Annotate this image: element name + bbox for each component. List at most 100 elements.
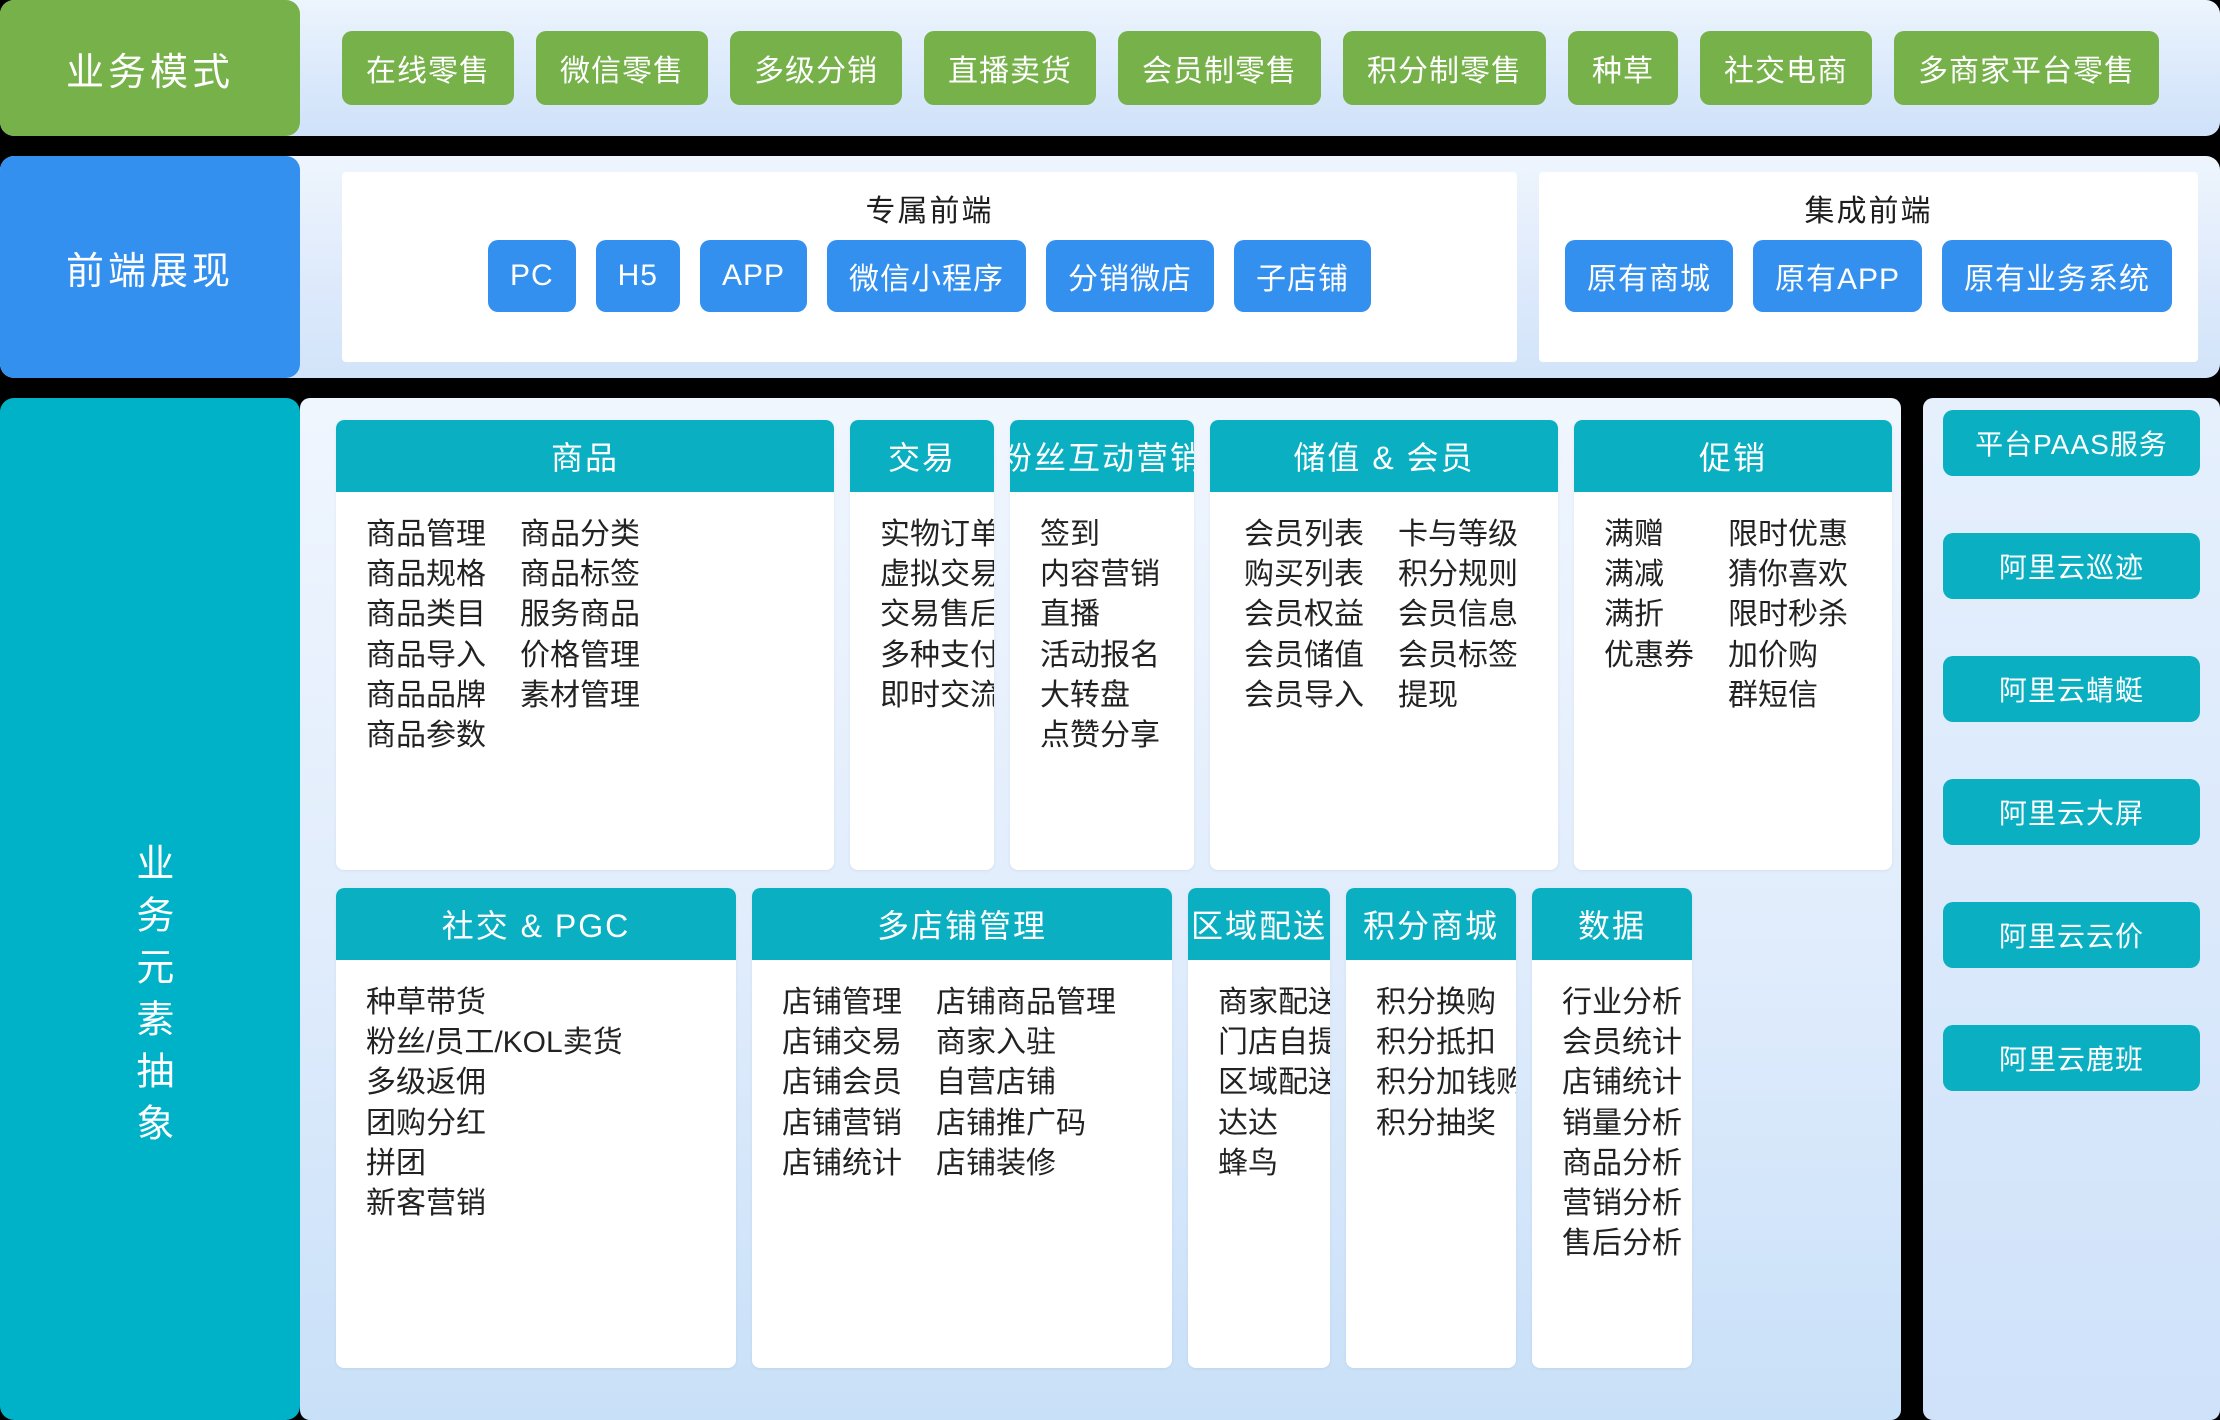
feature-item[interactable]: 即时交流 xyxy=(880,678,994,712)
frontend-chip[interactable]: APP xyxy=(699,240,808,312)
feature-item[interactable]: 商品分类 xyxy=(520,518,640,551)
paas-service-chip[interactable]: 阿里云鹿班 xyxy=(1943,1025,2200,1091)
feature-item[interactable]: 加价购 xyxy=(1728,638,1818,672)
feature-item[interactable]: 会员统计 xyxy=(1562,1026,1682,1060)
feature-item[interactable]: 售后分析 xyxy=(1562,1227,1682,1261)
feature-item[interactable]: 达达 xyxy=(1218,1106,1278,1140)
frontend-chip[interactable]: H5 xyxy=(595,240,680,312)
frontend-chip[interactable]: 原有业务系统 xyxy=(1942,240,2172,312)
feature-item[interactable]: 店铺交易 xyxy=(782,1026,902,1060)
feature-item[interactable]: 猜你喜欢 xyxy=(1728,558,1848,592)
feature-item[interactable]: 直播 xyxy=(1040,598,1100,632)
feature-item[interactable]: 多种支付 xyxy=(880,638,994,672)
feature-item[interactable]: 优惠券 xyxy=(1604,638,1694,672)
business-model-chip[interactable]: 积分制零售 xyxy=(1343,31,1546,105)
feature-item[interactable]: 店铺装修 xyxy=(936,1146,1056,1180)
feature-item[interactable]: 满减 xyxy=(1604,558,1664,592)
feature-item[interactable]: 点赞分享 xyxy=(1040,718,1160,752)
business-model-chip[interactable]: 种草 xyxy=(1568,31,1678,105)
feature-item[interactable]: 店铺营销 xyxy=(782,1106,902,1140)
feature-item[interactable]: 区域配送 xyxy=(1218,1066,1330,1100)
feature-item[interactable]: 商品管理 xyxy=(366,518,486,551)
feature-item[interactable]: 服务商品 xyxy=(520,598,640,632)
feature-item[interactable]: 群短信 xyxy=(1728,678,1818,712)
feature-item[interactable]: 多级返佣 xyxy=(366,1066,486,1100)
feature-item[interactable]: 新客营销 xyxy=(366,1186,486,1220)
feature-item[interactable]: 积分规则 xyxy=(1398,558,1518,592)
feature-item[interactable]: 实物订单 xyxy=(880,518,994,551)
business-model-chip[interactable]: 微信零售 xyxy=(536,31,708,105)
business-model-chip[interactable]: 会员制零售 xyxy=(1118,31,1321,105)
paas-service-chip[interactable]: 阿里云蜻蜓 xyxy=(1943,656,2200,722)
feature-item[interactable]: 积分抽奖 xyxy=(1376,1106,1496,1140)
feature-item[interactable]: 粉丝/员工/KOL卖货 xyxy=(366,1026,623,1060)
feature-item[interactable]: 店铺会员 xyxy=(782,1066,902,1100)
feature-item[interactable]: 提现 xyxy=(1398,678,1458,712)
feature-item[interactable]: 商品导入 xyxy=(366,638,486,672)
paas-service-chip[interactable]: 平台PAAS服务 xyxy=(1943,410,2200,476)
feature-item[interactable]: 限时优惠 xyxy=(1728,518,1848,551)
feature-item[interactable]: 商品分析 xyxy=(1562,1146,1682,1180)
feature-item[interactable]: 商品标签 xyxy=(520,558,640,592)
feature-item[interactable]: 会员信息 xyxy=(1398,598,1518,632)
feature-item[interactable]: 素材管理 xyxy=(520,678,640,712)
feature-item[interactable]: 虚拟交易 xyxy=(880,558,994,592)
feature-item[interactable]: 门店自提 xyxy=(1218,1026,1330,1060)
feature-item[interactable]: 店铺推广码 xyxy=(936,1106,1086,1140)
feature-item[interactable]: 会员导入 xyxy=(1244,678,1364,712)
feature-item[interactable]: 店铺统计 xyxy=(1562,1066,1682,1100)
feature-item[interactable]: 满折 xyxy=(1604,598,1664,632)
business-model-chip[interactable]: 多级分销 xyxy=(730,31,902,105)
feature-item[interactable]: 活动报名 xyxy=(1040,638,1160,672)
feature-item[interactable]: 价格管理 xyxy=(520,638,640,672)
paas-service-chip[interactable]: 阿里云云价 xyxy=(1943,902,2200,968)
feature-item[interactable]: 店铺管理 xyxy=(782,986,902,1019)
feature-item[interactable]: 签到 xyxy=(1040,518,1100,551)
feature-item[interactable]: 蜂鸟 xyxy=(1218,1146,1278,1180)
feature-item[interactable]: 卡与等级 xyxy=(1398,518,1518,551)
feature-item[interactable]: 商品参数 xyxy=(366,718,486,752)
feature-item[interactable]: 店铺统计 xyxy=(782,1146,902,1180)
feature-item[interactable]: 交易售后 xyxy=(880,598,994,632)
feature-item[interactable]: 营销分析 xyxy=(1562,1186,1682,1220)
feature-item[interactable]: 限时秒杀 xyxy=(1728,598,1848,632)
frontend-chip[interactable]: 微信小程序 xyxy=(827,240,1027,312)
feature-item[interactable]: 商家入驻 xyxy=(936,1026,1056,1060)
feature-item[interactable]: 积分换购 xyxy=(1376,986,1496,1019)
feature-item[interactable]: 商品品牌 xyxy=(366,678,486,712)
feature-item[interactable]: 会员列表 xyxy=(1244,518,1364,551)
feature-item[interactable]: 行业分析 xyxy=(1562,986,1682,1019)
frontend-chip[interactable]: 原有商城 xyxy=(1564,240,1733,312)
feature-item[interactable]: 店铺商品管理 xyxy=(936,986,1116,1019)
feature-item[interactable]: 销量分析 xyxy=(1562,1106,1682,1140)
feature-item[interactable]: 商品规格 xyxy=(366,558,486,592)
paas-service-chip[interactable]: 阿里云大屏 xyxy=(1943,779,2200,845)
frontend-chip[interactable]: PC xyxy=(487,240,576,312)
feature-item[interactable]: 购买列表 xyxy=(1244,558,1364,592)
feature-item[interactable]: 大转盘 xyxy=(1040,678,1130,712)
feature-card-title: 多店铺管理 xyxy=(752,888,1172,960)
feature-item[interactable]: 积分加钱购 xyxy=(1376,1066,1516,1100)
feature-item[interactable]: 积分抵扣 xyxy=(1376,1026,1496,1060)
feature-item[interactable]: 内容营销 xyxy=(1040,558,1160,592)
business-model-chip[interactable]: 直播卖货 xyxy=(924,31,1096,105)
feature-item[interactable]: 会员标签 xyxy=(1398,638,1518,672)
feature-item[interactable]: 会员储值 xyxy=(1244,638,1364,672)
frontend-chip[interactable]: 子店铺 xyxy=(1234,240,1372,312)
feature-item[interactable]: 商家配送 xyxy=(1218,986,1330,1019)
business-model-chip[interactable]: 在线零售 xyxy=(342,31,514,105)
feature-item[interactable]: 满赠 xyxy=(1604,518,1664,551)
feature-item[interactable]: 拼团 xyxy=(366,1146,426,1180)
frontend-chip[interactable]: 原有APP xyxy=(1752,240,1922,312)
business-model-chip[interactable]: 社交电商 xyxy=(1700,31,1872,105)
frontend-chip[interactable]: 分销微店 xyxy=(1046,240,1215,312)
feature-item[interactable]: 会员权益 xyxy=(1244,598,1364,632)
feature-item[interactable]: 种草带货 xyxy=(366,986,486,1019)
feature-item[interactable]: 团购分红 xyxy=(366,1106,486,1140)
feature-item[interactable]: 商品类目 xyxy=(366,598,486,632)
paas-service-chip[interactable]: 阿里云巡迹 xyxy=(1943,533,2200,599)
business-model-chip[interactable]: 多商家平台零售 xyxy=(1894,31,2159,105)
feature-item[interactable]: 自营店铺 xyxy=(936,1066,1056,1100)
feature-column: 店铺管理店铺交易店铺会员店铺营销店铺统计 xyxy=(782,986,902,1358)
